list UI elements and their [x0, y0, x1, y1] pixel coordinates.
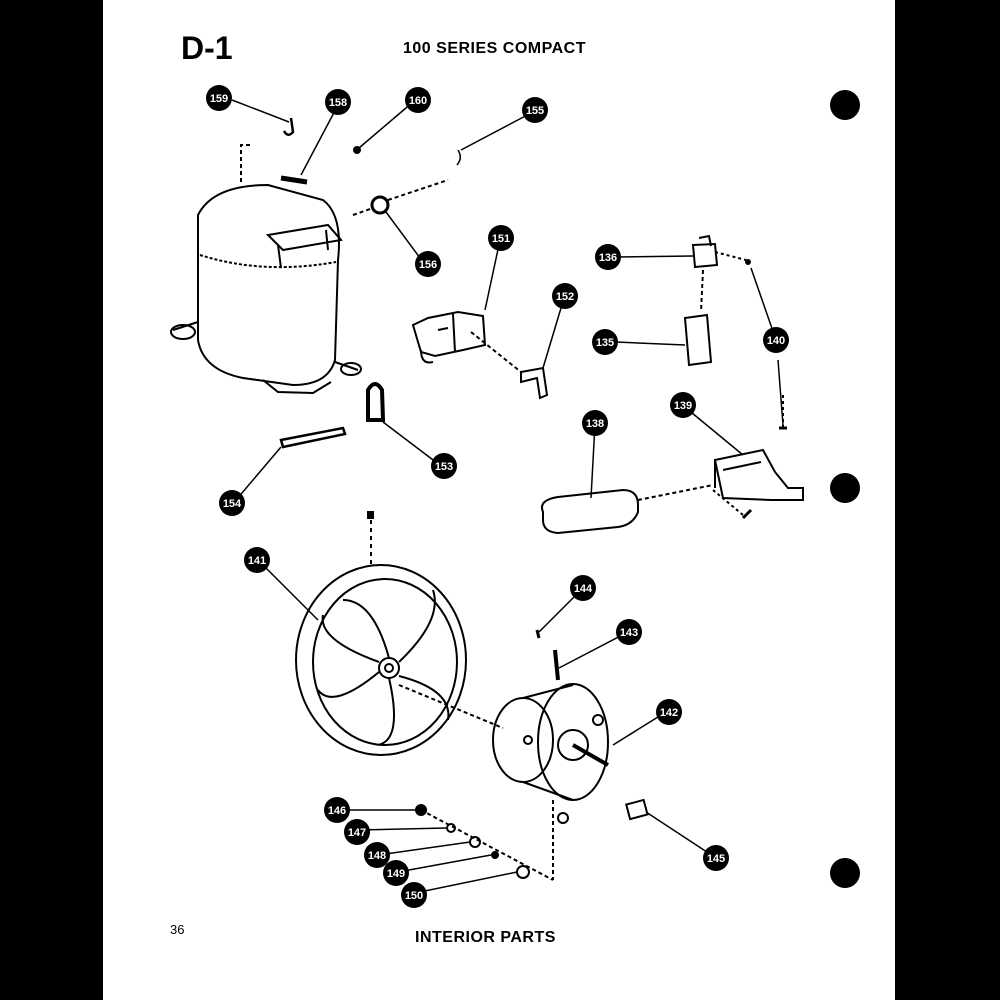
callout-136: 136 — [595, 244, 621, 270]
callout-142: 142 — [656, 699, 682, 725]
svg-text:160: 160 — [409, 95, 427, 107]
callout-151: 151 — [488, 225, 514, 251]
callout-146: 146 — [324, 797, 350, 823]
svg-text:151: 151 — [492, 233, 510, 245]
fan-blade-141 — [295, 564, 467, 756]
strip-154 — [279, 426, 347, 449]
screw-160 — [353, 146, 361, 154]
binder-hole-top — [830, 90, 860, 120]
callout-147: 147 — [344, 819, 370, 845]
callout-150: 150 — [401, 882, 427, 908]
svg-text:145: 145 — [707, 853, 725, 865]
svg-text:138: 138 — [586, 418, 604, 430]
svg-text:140: 140 — [767, 335, 785, 347]
svg-text:148: 148 — [368, 850, 386, 862]
page-number: 36 — [170, 922, 185, 937]
grommet-156 — [370, 195, 390, 215]
fan-motor-142 — [492, 683, 609, 801]
svg-text:143: 143 — [620, 627, 638, 639]
callout-149: 149 — [383, 860, 409, 886]
relay-135 — [683, 313, 713, 367]
svg-text:159: 159 — [210, 93, 228, 105]
callout-140: 140 — [763, 327, 789, 353]
callout-155: 155 — [522, 97, 548, 123]
svg-text:144: 144 — [574, 583, 593, 595]
svg-text:142: 142 — [660, 707, 678, 719]
sheet-title: 100 SERIES COMPACT — [403, 40, 586, 57]
svg-text:150: 150 — [405, 890, 423, 902]
callout-141: 141 — [244, 547, 270, 573]
relay-cap-136 — [691, 242, 719, 269]
svg-text:139: 139 — [674, 400, 692, 412]
callout-158: 158 — [325, 89, 351, 115]
capacitor-138 — [541, 488, 639, 535]
clip-159 — [282, 117, 295, 136]
compressor-drawing — [170, 144, 362, 395]
callout-159: 159 — [206, 85, 232, 111]
plate-145 — [625, 798, 649, 821]
svg-text:152: 152 — [556, 291, 574, 303]
callout-138: 138 — [582, 410, 608, 436]
terminal-cover-151 — [411, 310, 487, 358]
svg-text:156: 156 — [419, 259, 437, 271]
callout-153: 153 — [431, 453, 457, 479]
callout-bubbles: 159 158 160 155 156 151 152 136 135 140 … — [206, 85, 789, 908]
svg-text:149: 149 — [387, 868, 405, 880]
parts-diagram-sheet: D-1 100 SERIES COMPACT 36 INTERIOR PARTS — [103, 0, 895, 1000]
section-title: INTERIOR PARTS — [415, 929, 556, 946]
washer-148 — [469, 836, 481, 848]
callout-156: 156 — [415, 251, 441, 277]
binder-hole-middle — [830, 473, 860, 503]
callout-145: 145 — [703, 845, 729, 871]
bracket-clip-152 — [520, 366, 549, 400]
svg-text:154: 154 — [223, 498, 242, 510]
callout-154: 154 — [219, 490, 245, 516]
svg-text:153: 153 — [435, 461, 453, 473]
callout-152: 152 — [552, 283, 578, 309]
binder-hole-bottom — [830, 858, 860, 888]
svg-text:155: 155 — [526, 105, 544, 117]
svg-text:147: 147 — [348, 827, 366, 839]
grommet-150 — [516, 865, 530, 879]
washer-149 — [491, 851, 499, 859]
callout-139: 139 — [670, 392, 696, 418]
callout-135: 135 — [592, 329, 618, 355]
callout-144: 144 — [570, 575, 596, 601]
capacitor-bracket-139 — [713, 448, 804, 501]
callout-160: 160 — [405, 87, 431, 113]
callout-148: 148 — [364, 842, 390, 868]
gasket-153 — [366, 382, 386, 422]
sheet-id: D-1 — [181, 30, 233, 66]
callout-143: 143 — [616, 619, 642, 645]
svg-text:141: 141 — [248, 555, 266, 567]
svg-text:158: 158 — [329, 97, 347, 109]
svg-text:135: 135 — [596, 337, 614, 349]
svg-text:146: 146 — [328, 805, 346, 817]
svg-text:136: 136 — [599, 252, 617, 264]
pin-158 — [280, 175, 308, 185]
exploded-view-drawing: 159 158 160 155 156 151 152 136 135 140 … — [170, 85, 804, 908]
